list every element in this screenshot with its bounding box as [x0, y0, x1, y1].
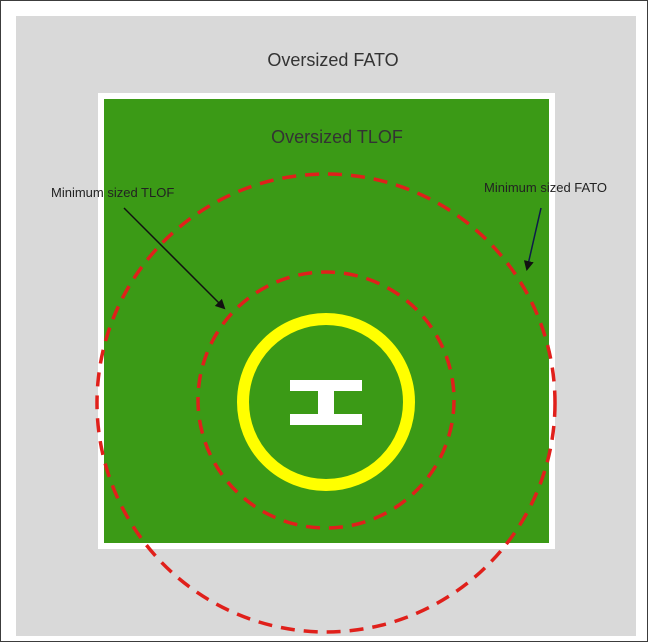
oversized-tlof-label: Oversized TLOF	[271, 127, 403, 147]
minimum-tlof-label: Minimum sized TLOF	[51, 185, 174, 200]
minimum-fato-label: Minimum sized FATO	[484, 180, 607, 195]
minimum-tlof-boundary	[196, 270, 456, 530]
minimum-tlof-arrow	[123, 207, 226, 310]
helipad-h-marker: H	[290, 380, 362, 425]
touchdown-circle	[237, 313, 415, 491]
minimum-fato-boundary	[95, 172, 557, 634]
oversized-fato-label: Oversized FATO	[267, 50, 398, 70]
minimum-fato-arrow	[523, 207, 542, 271]
